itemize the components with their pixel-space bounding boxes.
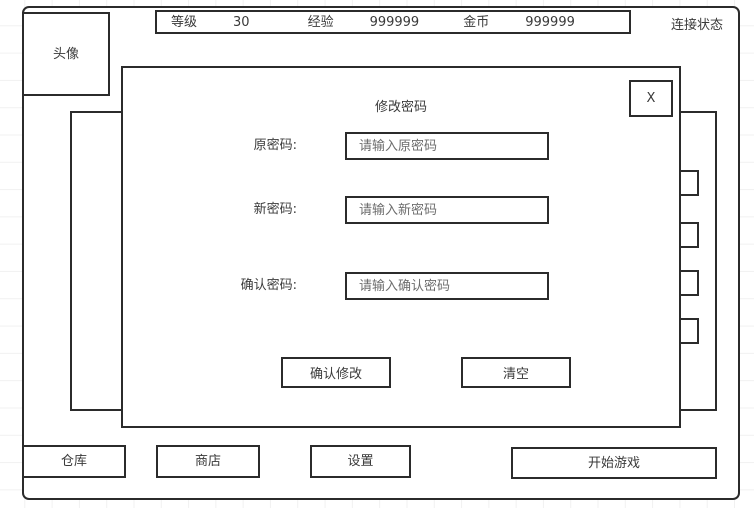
nav-button-settings[interactable]: 设置 <box>310 445 411 478</box>
stat-gold-label: 金币 <box>463 14 490 30</box>
left-panel <box>70 111 125 411</box>
nav-shop-label: 商店 <box>194 454 221 469</box>
old-password-label: 原密码: <box>253 138 297 153</box>
old-password-row: 原密码: <box>123 132 679 160</box>
stat-exp: 经验 999999 <box>308 16 420 29</box>
change-password-dialog: 修改密码 X 原密码: 新密码: 确认密码: 确认修改 清空 <box>121 66 681 428</box>
connection-status: 连接状态 <box>671 18 724 33</box>
clear-button-label: 清空 <box>502 367 529 382</box>
close-icon[interactable]: X <box>629 80 673 117</box>
stat-level: 等级 30 <box>171 16 250 29</box>
nav-button-warehouse[interactable]: 仓库 <box>22 445 126 478</box>
new-password-input[interactable] <box>345 196 549 224</box>
new-password-label: 新密码: <box>253 202 297 217</box>
confirm-change-label: 确认修改 <box>309 367 362 382</box>
new-password-row: 新密码: <box>123 196 679 224</box>
nav-start-game-label: 开始游戏 <box>587 455 640 471</box>
confirm-password-label: 确认密码: <box>240 278 297 293</box>
avatar-label: 头像 <box>52 46 79 62</box>
confirm-password-row: 确认密码: <box>123 272 679 300</box>
stat-exp-value: 999999 <box>369 14 420 30</box>
close-button-label: X <box>646 91 656 106</box>
nav-warehouse-label: 仓库 <box>60 454 87 469</box>
nav-settings-label: 设置 <box>347 454 374 469</box>
nav-button-start-game[interactable]: 开始游戏 <box>511 447 717 479</box>
stat-gold-value: 999999 <box>525 14 575 30</box>
dialog-title: 修改密码 <box>374 100 427 115</box>
avatar[interactable]: 头像 <box>22 12 110 96</box>
stat-level-label: 等级 <box>171 14 198 30</box>
confirm-password-input[interactable] <box>345 272 549 300</box>
old-password-input[interactable] <box>345 132 549 160</box>
right-panel <box>679 111 717 411</box>
stat-exp-label: 经验 <box>307 14 334 30</box>
clear-button[interactable]: 清空 <box>461 357 571 388</box>
stat-level-value: 30 <box>233 14 250 30</box>
confirm-change-button[interactable]: 确认修改 <box>281 357 391 388</box>
stats-bar: 等级 30 经验 999999 金币 999999 <box>155 10 631 34</box>
stat-gold: 金币 999999 <box>463 16 575 29</box>
nav-button-shop[interactable]: 商店 <box>156 445 260 478</box>
